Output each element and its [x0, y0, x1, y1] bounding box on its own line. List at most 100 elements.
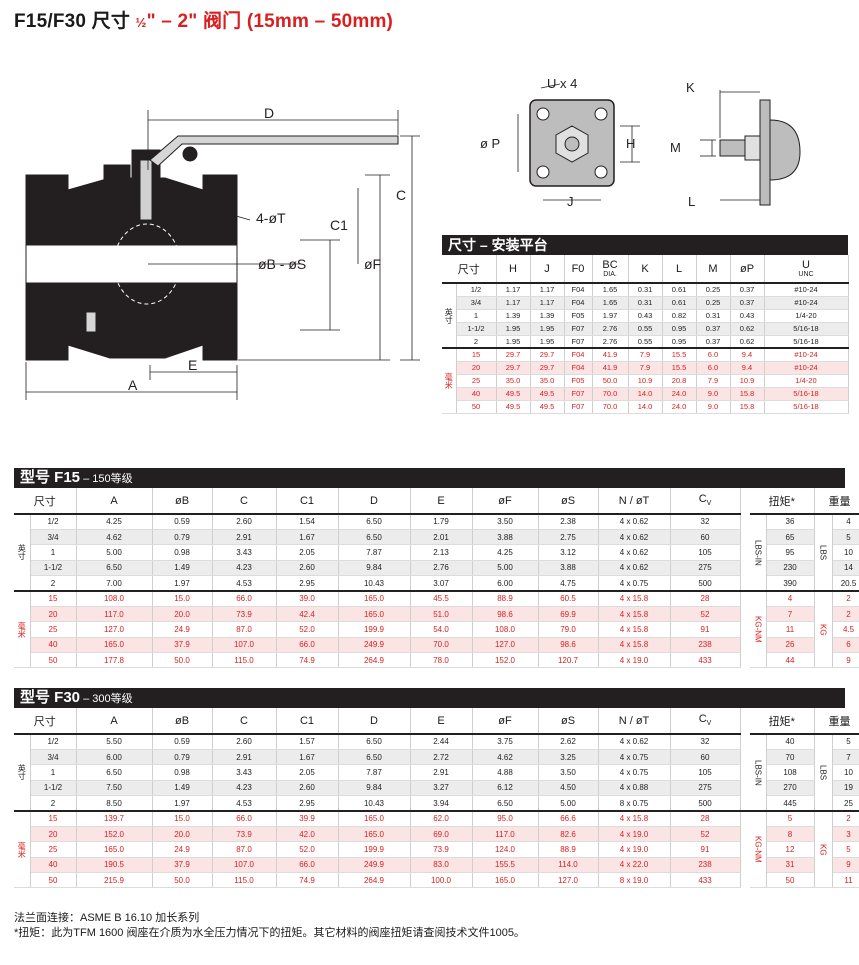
mounting-cell: 15.8	[730, 387, 765, 401]
table-cell: 152.0	[472, 652, 539, 669]
dim-label-a: A	[128, 377, 138, 393]
dim-label-c1: C1	[330, 217, 348, 233]
table-cell: 0.79	[152, 749, 213, 766]
table-cell: 82.6	[538, 826, 599, 843]
mounting-cell: 1.17	[496, 296, 531, 310]
col-header-b: øB	[152, 488, 213, 515]
mounting-cell: 1.39	[496, 309, 531, 323]
mounting-cell: 7.9	[628, 361, 663, 375]
col-header-e: E	[410, 708, 473, 735]
weight-cell: 19	[832, 780, 859, 797]
mounting-cell: 0.43	[730, 309, 765, 323]
mounting-cell: 15.5	[662, 347, 697, 362]
table-cell: 1-1/2	[30, 560, 77, 577]
mounting-cell: 7.9	[628, 347, 663, 362]
col-header-e: E	[410, 488, 473, 515]
table-cell: 74.9	[276, 872, 339, 889]
table-cell: 40	[30, 637, 77, 654]
table-cell: 2.05	[276, 544, 339, 561]
table-cell: 4 x 15.8	[598, 589, 671, 607]
col-header-p: øP	[730, 255, 765, 284]
table-cell: 2.91	[410, 764, 473, 781]
col-header-cv: CV	[670, 488, 741, 515]
mounting-cell: 1.95	[496, 335, 531, 349]
valve-dimension-drawings: D C C1 4-øT øB - øS øF E A U x 4 ø P H J	[25, 76, 801, 400]
mounting-cell: 40	[456, 387, 497, 401]
table-cell: 2.91	[212, 749, 277, 766]
table-cell: 107.0	[212, 857, 277, 874]
mounting-cell: 2	[456, 335, 497, 349]
table-cell: 0.98	[152, 764, 213, 781]
table-cell: 4 x 19.0	[598, 841, 671, 858]
table-cell: 105	[670, 544, 741, 561]
mounting-cell: 9.0	[696, 387, 731, 401]
table-cell: 2.72	[410, 749, 473, 766]
table-cell: 1.54	[276, 514, 339, 530]
table-cell: 51.0	[410, 606, 473, 623]
table-cell: 120.7	[538, 652, 599, 669]
table-cell: 165.0	[338, 826, 411, 843]
unit-group-label: 英寸	[14, 514, 31, 592]
table-cell: 433	[670, 652, 741, 669]
table-cell: 52	[670, 826, 741, 843]
torque-cell: 11	[766, 621, 815, 638]
col-header-size: 尺寸	[14, 488, 77, 515]
torque-cell: 31	[766, 857, 815, 874]
table-cell: 50.0	[152, 652, 213, 669]
torque-cell: 4	[766, 589, 815, 607]
torque-cell: 108	[766, 764, 815, 781]
mounting-cell: F07	[564, 335, 593, 349]
table-cell: 66.0	[276, 857, 339, 874]
mounting-cell: F05	[564, 309, 593, 323]
mounting-cell: 50	[456, 400, 497, 414]
table-cell: 4 x 0.62	[598, 560, 671, 577]
torque-cell: 40	[766, 734, 815, 750]
table-cell: 4.62	[76, 529, 153, 546]
mounting-cell: 1/2	[456, 283, 497, 297]
col-header-s: øS	[538, 708, 599, 735]
mounting-cell: F04	[564, 296, 593, 310]
torque-cell: 70	[766, 749, 815, 766]
mounting-cell: #10-24	[764, 296, 849, 310]
table-cell: 1.49	[152, 780, 213, 797]
table-cell: 20.0	[152, 826, 213, 843]
weight-unit-label: LBS	[814, 734, 833, 812]
mounting-cell: 0.31	[628, 296, 663, 310]
mounting-cell: 0.25	[696, 296, 731, 310]
col-header-s: øS	[538, 488, 599, 515]
mounting-cell: F04	[564, 347, 593, 362]
table-cell: 66.0	[276, 637, 339, 654]
table-cell: 15	[30, 589, 77, 607]
col-header-weight: 重量	[814, 708, 859, 735]
table-cell: 500	[670, 575, 741, 592]
mounting-cell: F05	[564, 374, 593, 388]
weight-cell: 2	[832, 809, 859, 827]
table-cell: 275	[670, 560, 741, 577]
torque-cell: 230	[766, 560, 815, 577]
mounting-cell: 0.37	[696, 335, 731, 349]
mounting-cell: 1.95	[530, 322, 565, 336]
weight-cell: 14	[832, 560, 859, 577]
table-cell: 4 x 0.88	[598, 780, 671, 797]
table-cell: 4.25	[76, 514, 153, 530]
mounting-cell: 20	[456, 361, 497, 375]
table-cell: 98.6	[538, 637, 599, 654]
table-cell: 60	[670, 529, 741, 546]
table-cell: 37.9	[152, 857, 213, 874]
table-cell: 165.0	[338, 809, 411, 827]
table-cell: 3.43	[212, 544, 277, 561]
mounting-cell: 0.61	[662, 283, 697, 297]
mounting-cell: 2.76	[592, 322, 629, 336]
table-cell: 5.50	[76, 734, 153, 750]
table-cell: 2.75	[538, 529, 599, 546]
table-cell: 3.94	[410, 795, 473, 812]
col-header-c: C	[212, 488, 277, 515]
table-cell: 155.5	[472, 857, 539, 874]
table-cell: 199.9	[338, 621, 411, 638]
